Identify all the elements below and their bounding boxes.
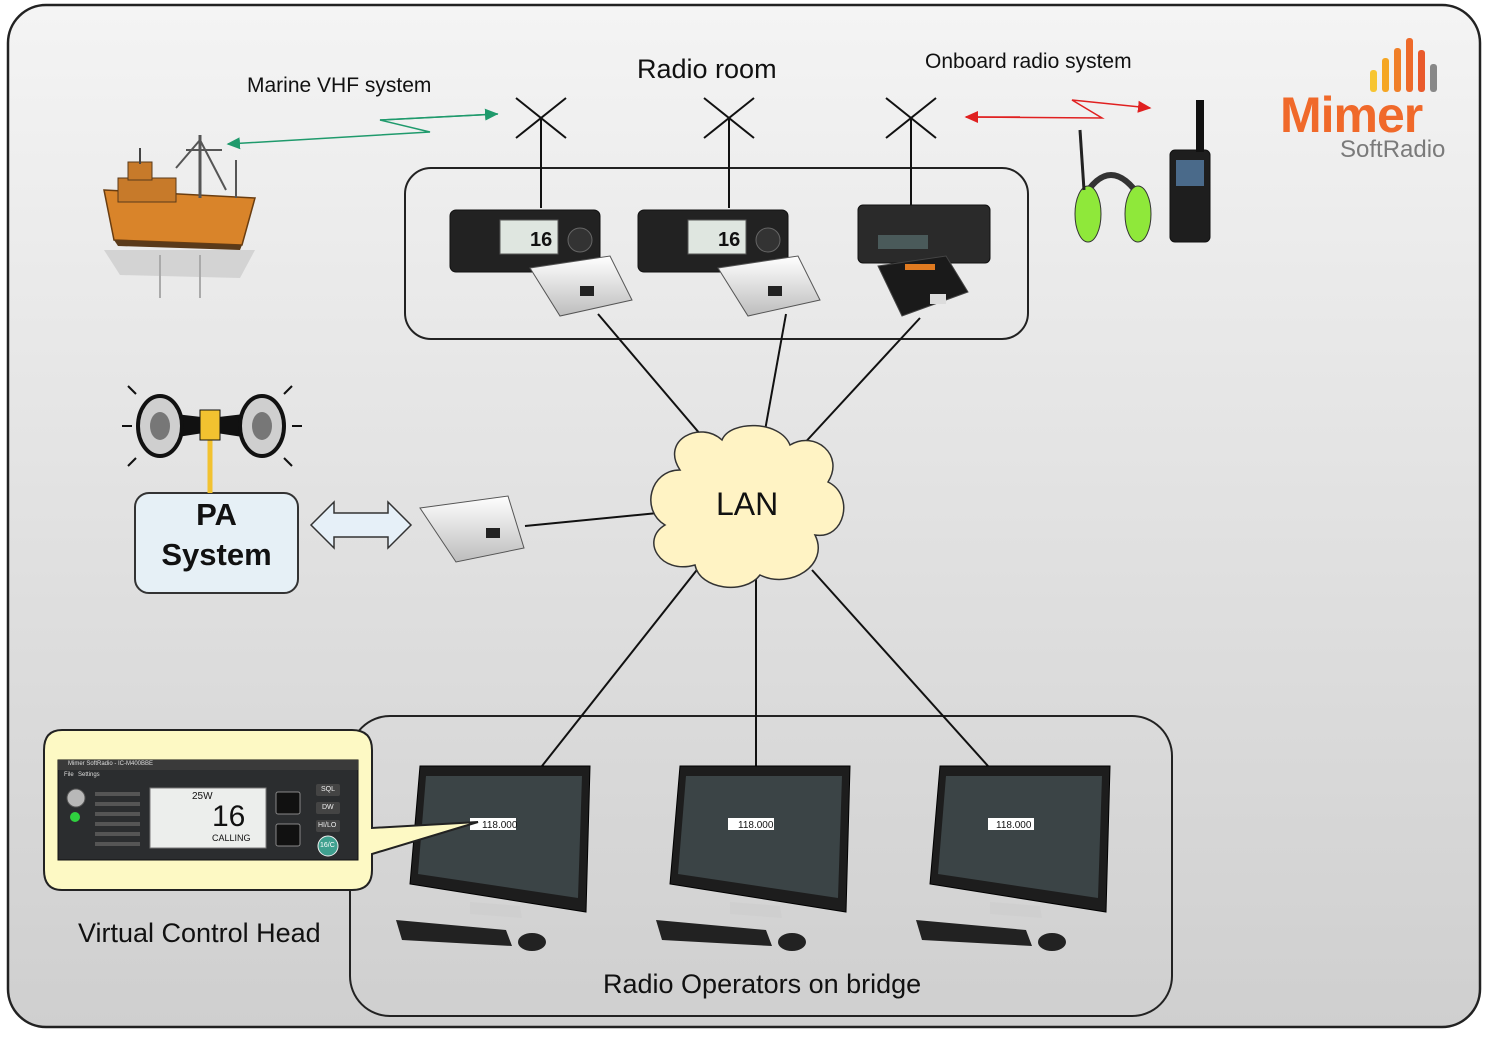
virtual-control-head-label: Virtual Control Head <box>78 918 321 948</box>
antenna-icon <box>515 97 567 208</box>
operator-computer-icon: 118.000 <box>656 765 851 951</box>
control-head-panel <box>57 759 359 861</box>
control-head-16c-button[interactable]: 16/C <box>320 842 335 849</box>
pa-double-arrow <box>309 500 413 550</box>
control-head-title: Mimer SoftRadio - IC-M400BBE <box>68 761 154 767</box>
interface-box-icon <box>717 255 821 317</box>
frequency-text: 118.000 <box>482 820 518 831</box>
handheld-radio-icon <box>1169 100 1211 243</box>
control-head-menu-file: File <box>64 772 74 778</box>
control-head-dw-button[interactable]: DW <box>322 804 334 811</box>
lan-cloud-icon <box>650 424 845 589</box>
mimer-logo-icon <box>1370 38 1437 92</box>
lan-label: LAN <box>716 486 779 522</box>
control-head-hilo-button[interactable]: HI/LO <box>318 822 337 829</box>
onboard-radio-label: Onboard radio system <box>925 50 1132 73</box>
vhf-channel-text: 16 <box>530 229 552 251</box>
antenna-icon <box>703 97 755 208</box>
operator-computer-icon: 118.000 <box>396 765 591 951</box>
interface-box-icon <box>419 495 525 563</box>
marine-vhf-label: Marine VHF system <box>247 74 432 97</box>
ship-icon <box>103 135 256 298</box>
interface-box-icon <box>529 255 633 317</box>
lan-links <box>524 313 989 767</box>
radio-room-box <box>404 167 1029 340</box>
loudspeaker-icon <box>122 385 302 493</box>
pa-system-label: PA System <box>135 495 298 575</box>
vhf-channel-text: 16 <box>718 229 740 251</box>
operator-computer-icon: 118.000 <box>916 765 1111 951</box>
vhf-radio-icon: 16 <box>449 209 601 273</box>
control-head-power: 25W <box>192 791 213 802</box>
pa-system-box <box>134 492 299 594</box>
headset-icon <box>1074 129 1152 243</box>
logo-brand: Mimer <box>1280 87 1423 143</box>
control-head-status: CALLING <box>212 833 251 843</box>
control-head-sql-button[interactable]: SQL <box>321 786 336 793</box>
frequency-text: 118.000 <box>996 820 1032 831</box>
logo-product: SoftRadio <box>1340 136 1446 163</box>
pa-label-line1: PA <box>196 497 237 532</box>
control-head-channel: 16 <box>212 800 246 833</box>
onboard-link-arrow <box>965 99 1152 119</box>
frequency-text: 118.000 <box>738 820 774 831</box>
radio-room-title: Radio room <box>637 54 777 84</box>
radio-operators-label: Radio Operators on bridge <box>603 969 922 999</box>
control-head-menu-settings: Settings <box>78 772 100 778</box>
antenna-icon <box>885 97 937 205</box>
vhf-link-arrow-head <box>379 108 499 121</box>
interface-box-icon <box>877 255 969 317</box>
vhf-radio-icon: 16 <box>637 209 789 273</box>
mobile-radio-icon <box>857 204 991 264</box>
pa-label-line2: System <box>161 537 272 572</box>
